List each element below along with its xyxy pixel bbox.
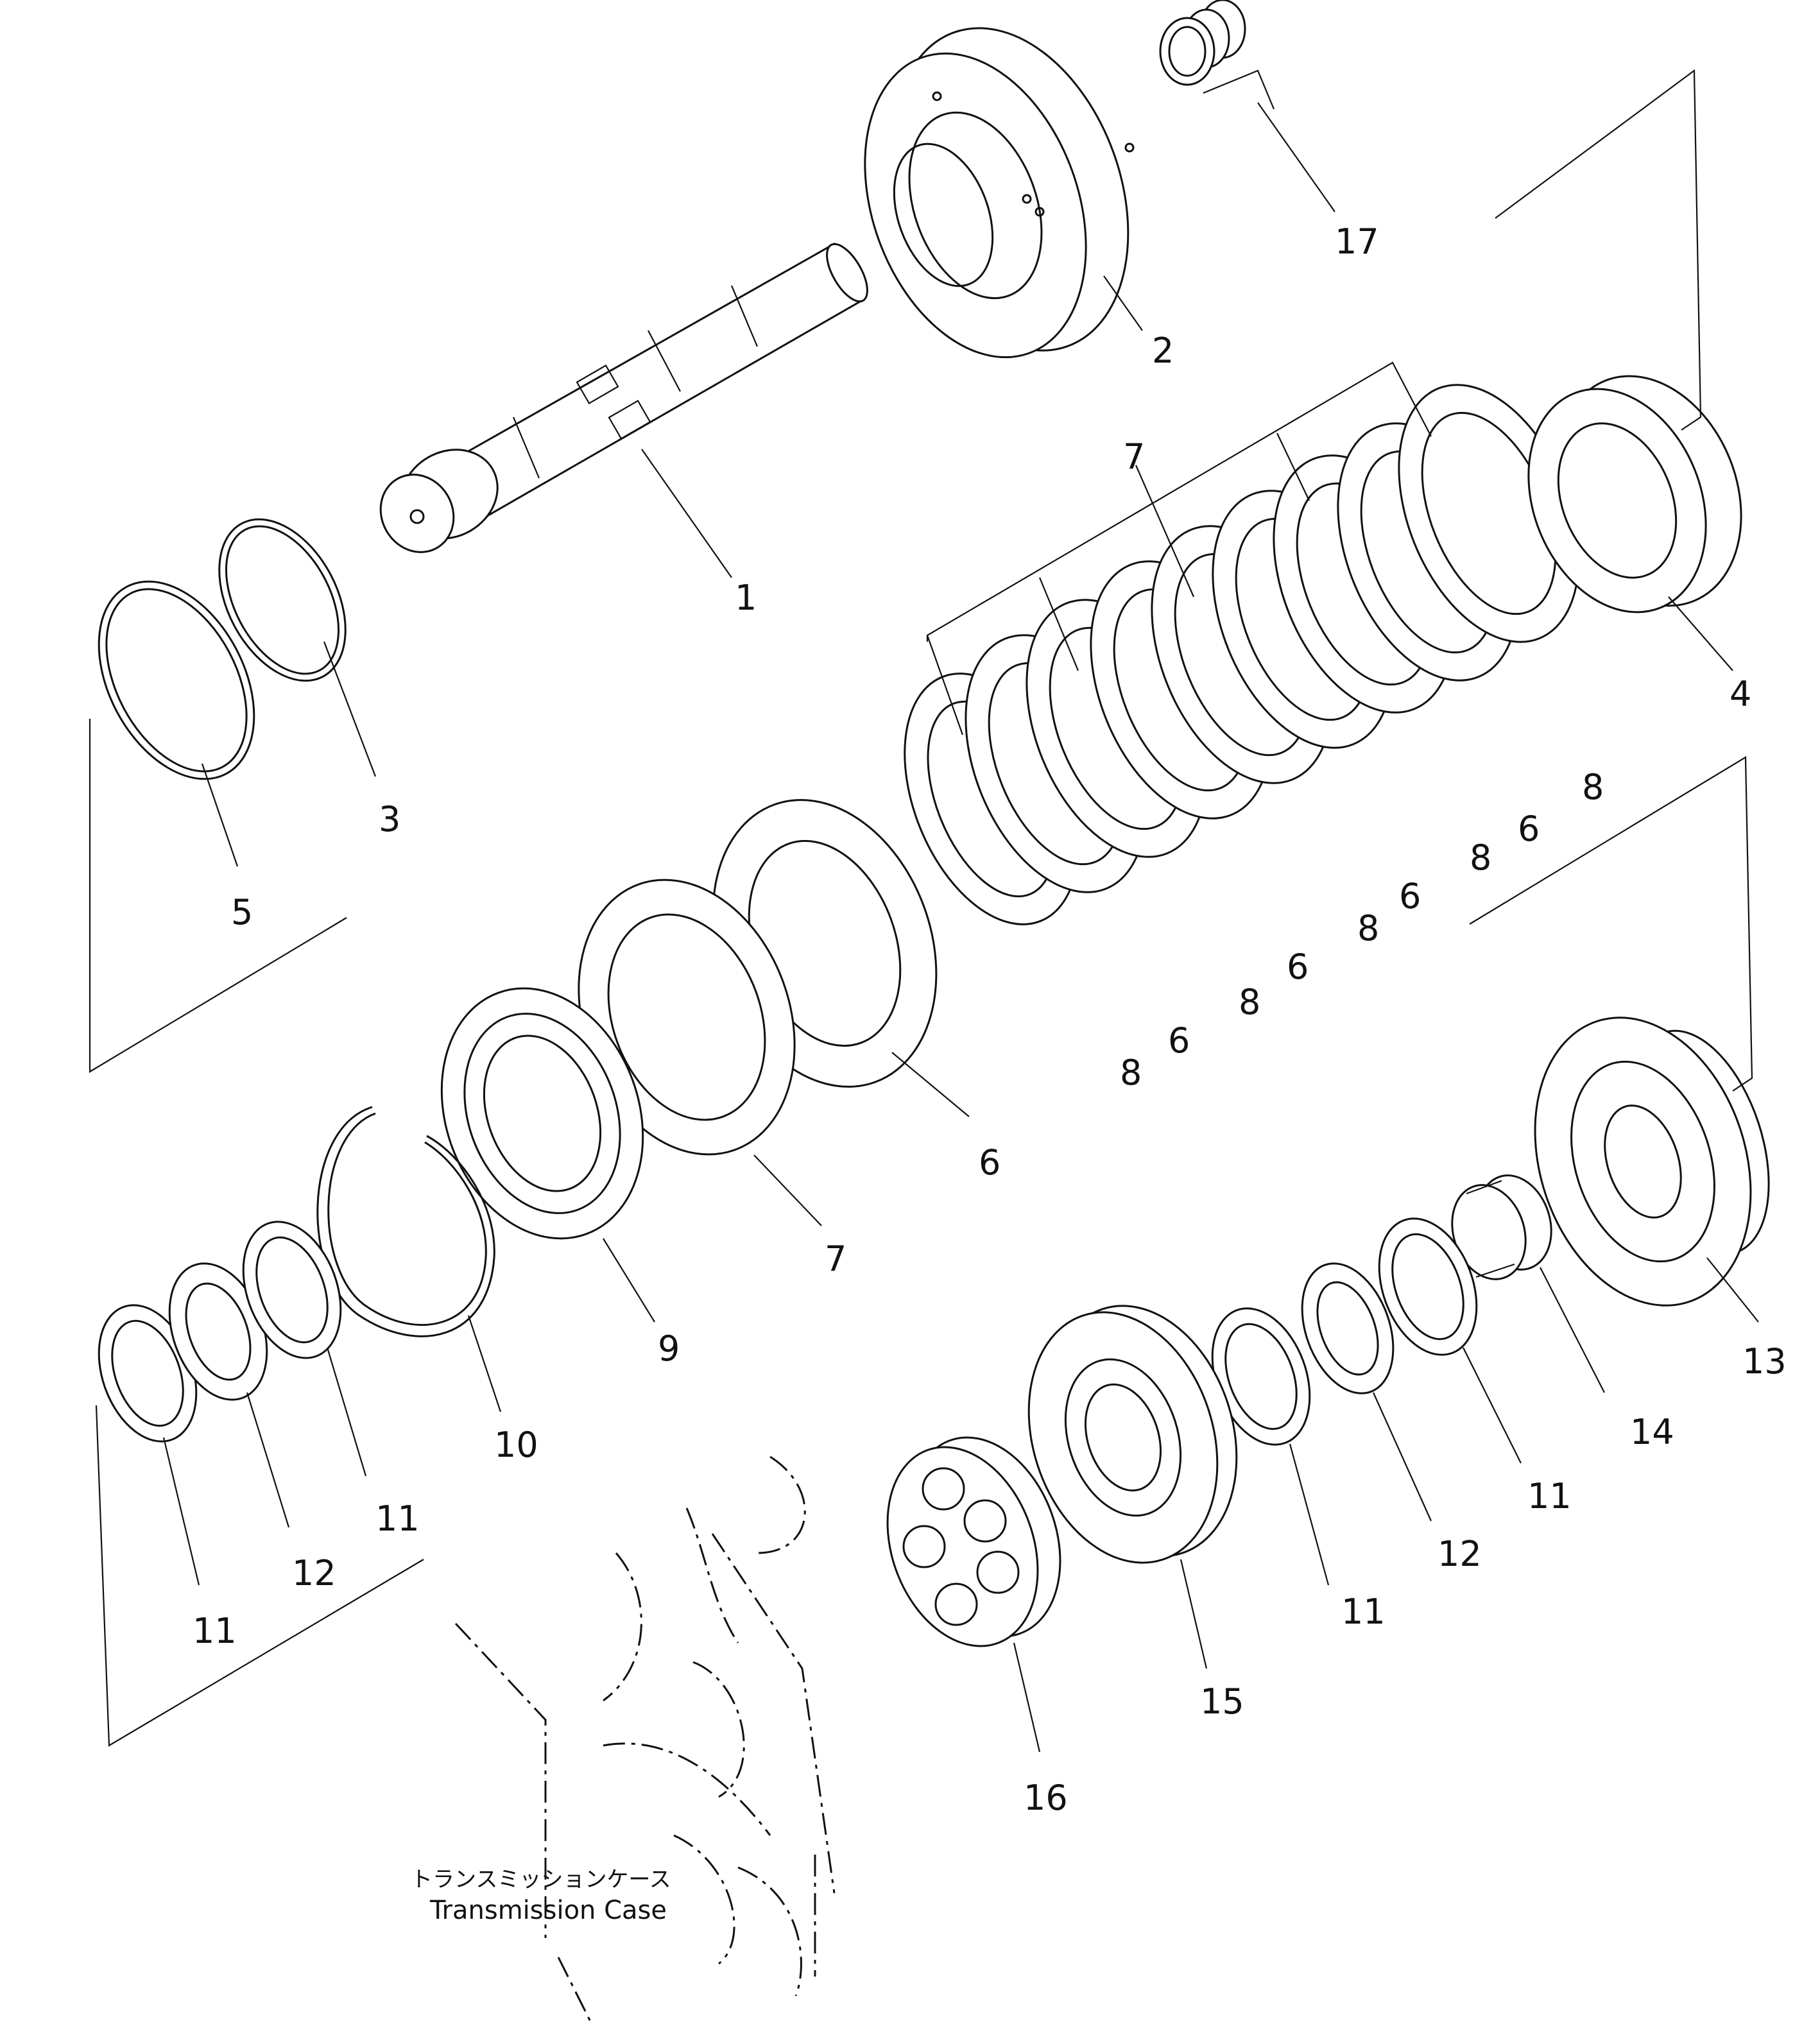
callout-6-a: 6 — [1518, 809, 1540, 849]
washer-part-11-left-b — [242, 1221, 342, 1359]
callout-8-e: 8 — [1120, 1052, 1142, 1093]
transmission-case-outline — [454, 1455, 836, 2022]
gear-part-13 — [1534, 1017, 1770, 1307]
callout-8-d: 8 — [1239, 982, 1260, 1022]
transmission-case-label-jp: トランスミッションケース — [411, 1867, 671, 1892]
thrust-bearing-part-12-right — [1301, 1262, 1395, 1394]
callout-11-left-a: 11 — [193, 1611, 237, 1651]
ring-part-5 — [98, 580, 255, 780]
callout-12-left: 12 — [292, 1553, 336, 1593]
callout-4: 4 — [1730, 674, 1751, 714]
gear-part-15 — [1027, 1305, 1238, 1564]
needle-bearing-part-14 — [1451, 1174, 1552, 1280]
clutch-disc-pack — [904, 384, 1580, 925]
callout-14: 14 — [1630, 1412, 1674, 1452]
callout-8-b: 8 — [1470, 837, 1491, 878]
callout-labels: 1 2 3 4 5 17 7 7 8 8 8 8 8 6 6 6 6 6 9 1… — [193, 221, 1787, 1818]
callout-6-d: 6 — [1168, 1020, 1190, 1061]
seal-rings-part-17 — [1159, 0, 1246, 86]
ball-bearing-part-16 — [886, 1436, 1061, 1647]
plate-part-4 — [1527, 375, 1742, 613]
callout-6-c: 6 — [1287, 947, 1309, 987]
ring-part-3 — [218, 518, 347, 682]
clutch-drum-part-2 — [864, 27, 1135, 359]
callout-11-right-a: 11 — [1527, 1476, 1572, 1516]
callout-8-c: 8 — [1357, 908, 1379, 948]
callout-6-b: 6 — [1399, 876, 1421, 916]
washer-part-11-left-a — [98, 1304, 198, 1443]
callout-3: 3 — [379, 799, 400, 839]
washer-part-11-right-b — [1211, 1307, 1311, 1446]
callout-6-e: 6 — [979, 1142, 1000, 1183]
callout-8-a: 8 — [1582, 767, 1604, 807]
callout-11-left-b: 11 — [375, 1498, 420, 1539]
piston-part-9 — [440, 987, 644, 1240]
snap-ring-part-10 — [316, 1106, 495, 1337]
callout-1: 1 — [735, 578, 757, 618]
leader-lines — [162, 69, 1759, 1753]
callout-16: 16 — [1024, 1778, 1068, 1818]
group-brackets — [89, 69, 1753, 1747]
callout-13: 13 — [1742, 1341, 1787, 1382]
transmission-case-label-en: Transmission Case — [429, 1896, 667, 1925]
transmission-case-label: トランスミッションケース Transmission Case — [411, 1867, 671, 1925]
callout-2: 2 — [1152, 330, 1174, 371]
callout-7: 7 — [825, 1239, 846, 1279]
callout-5: 5 — [231, 892, 253, 932]
callout-15: 15 — [1200, 1681, 1244, 1722]
washer-part-11-right-a — [1378, 1217, 1478, 1356]
shaft-part-1 — [379, 242, 868, 553]
callout-10: 10 — [494, 1425, 538, 1465]
callout-17: 17 — [1335, 221, 1379, 262]
callout-12-right: 12 — [1438, 1534, 1482, 1574]
callout-7-top: 7 — [1123, 436, 1145, 477]
callout-11-right-b: 11 — [1341, 1592, 1386, 1632]
callout-9: 9 — [658, 1328, 680, 1369]
